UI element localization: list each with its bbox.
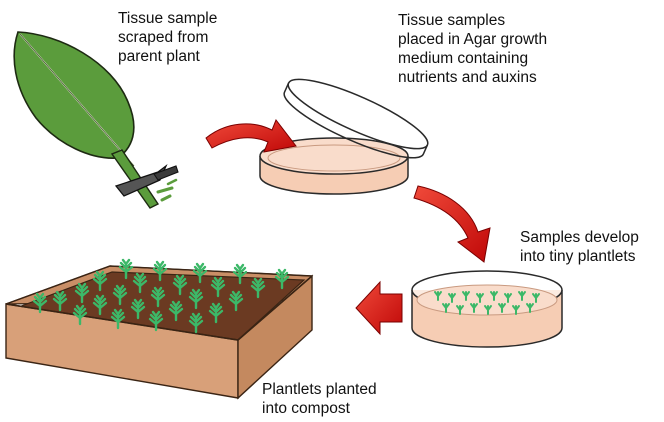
plantlet-icon	[110, 308, 126, 330]
plantlet-icon	[232, 263, 248, 285]
plantlet-icon	[462, 291, 470, 301]
plantlet-icon	[74, 282, 90, 304]
plantlet-icon	[456, 305, 464, 315]
process-arrow-icon	[413, 185, 491, 263]
plantlet-icon	[92, 270, 108, 292]
plantlet-icon	[188, 288, 204, 310]
caption-agar-medium: Tissue samples placed in Agar growth med…	[398, 12, 548, 86]
plantlet-icon	[448, 293, 456, 303]
compost-tray-icon	[5, 258, 314, 400]
plantlet-icon	[208, 302, 224, 324]
plantlet-icon	[442, 303, 450, 313]
caption-plantlets-develop: Samples develop into tiny plantlets	[520, 229, 639, 265]
plantlet-icon	[274, 268, 290, 290]
plantlet-icon	[130, 298, 146, 320]
plantlet-icon	[504, 293, 512, 303]
plantlet-icon	[228, 290, 244, 312]
plantlet-icon	[172, 274, 188, 296]
plantlet-icon	[250, 277, 266, 299]
caption-tissue-sample: Tissue sample scraped from parent plant	[118, 10, 218, 65]
plantlet-icon	[112, 284, 128, 306]
process-arrow-icon	[205, 118, 297, 153]
plantlet-icon	[434, 291, 442, 301]
plantlet-icon	[470, 303, 478, 313]
plantlet-icon	[132, 272, 148, 294]
plantlet-icon	[490, 291, 498, 301]
plantlet-icon	[52, 290, 68, 312]
tray-plantlets	[32, 258, 290, 334]
plantlet-icon	[32, 292, 48, 314]
petri-dish-icon	[411, 270, 563, 348]
petri-dish-icon	[259, 78, 429, 195]
scalpel-icon	[114, 164, 179, 202]
caption-planted-compost: Plantlets planted into compost	[262, 381, 377, 417]
plantlet-icon	[150, 286, 166, 308]
plantlet-icon	[518, 291, 526, 301]
plantlet-icon	[92, 294, 108, 316]
plantlet-icon	[192, 262, 208, 284]
plantlet-icon	[118, 258, 134, 280]
plantlet-icon	[152, 260, 168, 282]
plantlet-icon	[484, 305, 492, 315]
plantlet-icon	[188, 312, 204, 334]
process-arrow-icon	[355, 280, 403, 336]
plantlet-icon	[532, 293, 540, 303]
plantlet-icon	[148, 310, 164, 332]
plantlet-icon	[168, 300, 184, 322]
plantlet-icon	[476, 293, 484, 303]
plantlet-icon	[512, 305, 520, 315]
plantlet-icon	[72, 304, 88, 326]
plantlet-icon	[210, 276, 226, 298]
plantlet-icon	[526, 303, 534, 313]
plantlet-icon	[498, 303, 506, 313]
dish-plantlets	[434, 291, 540, 315]
